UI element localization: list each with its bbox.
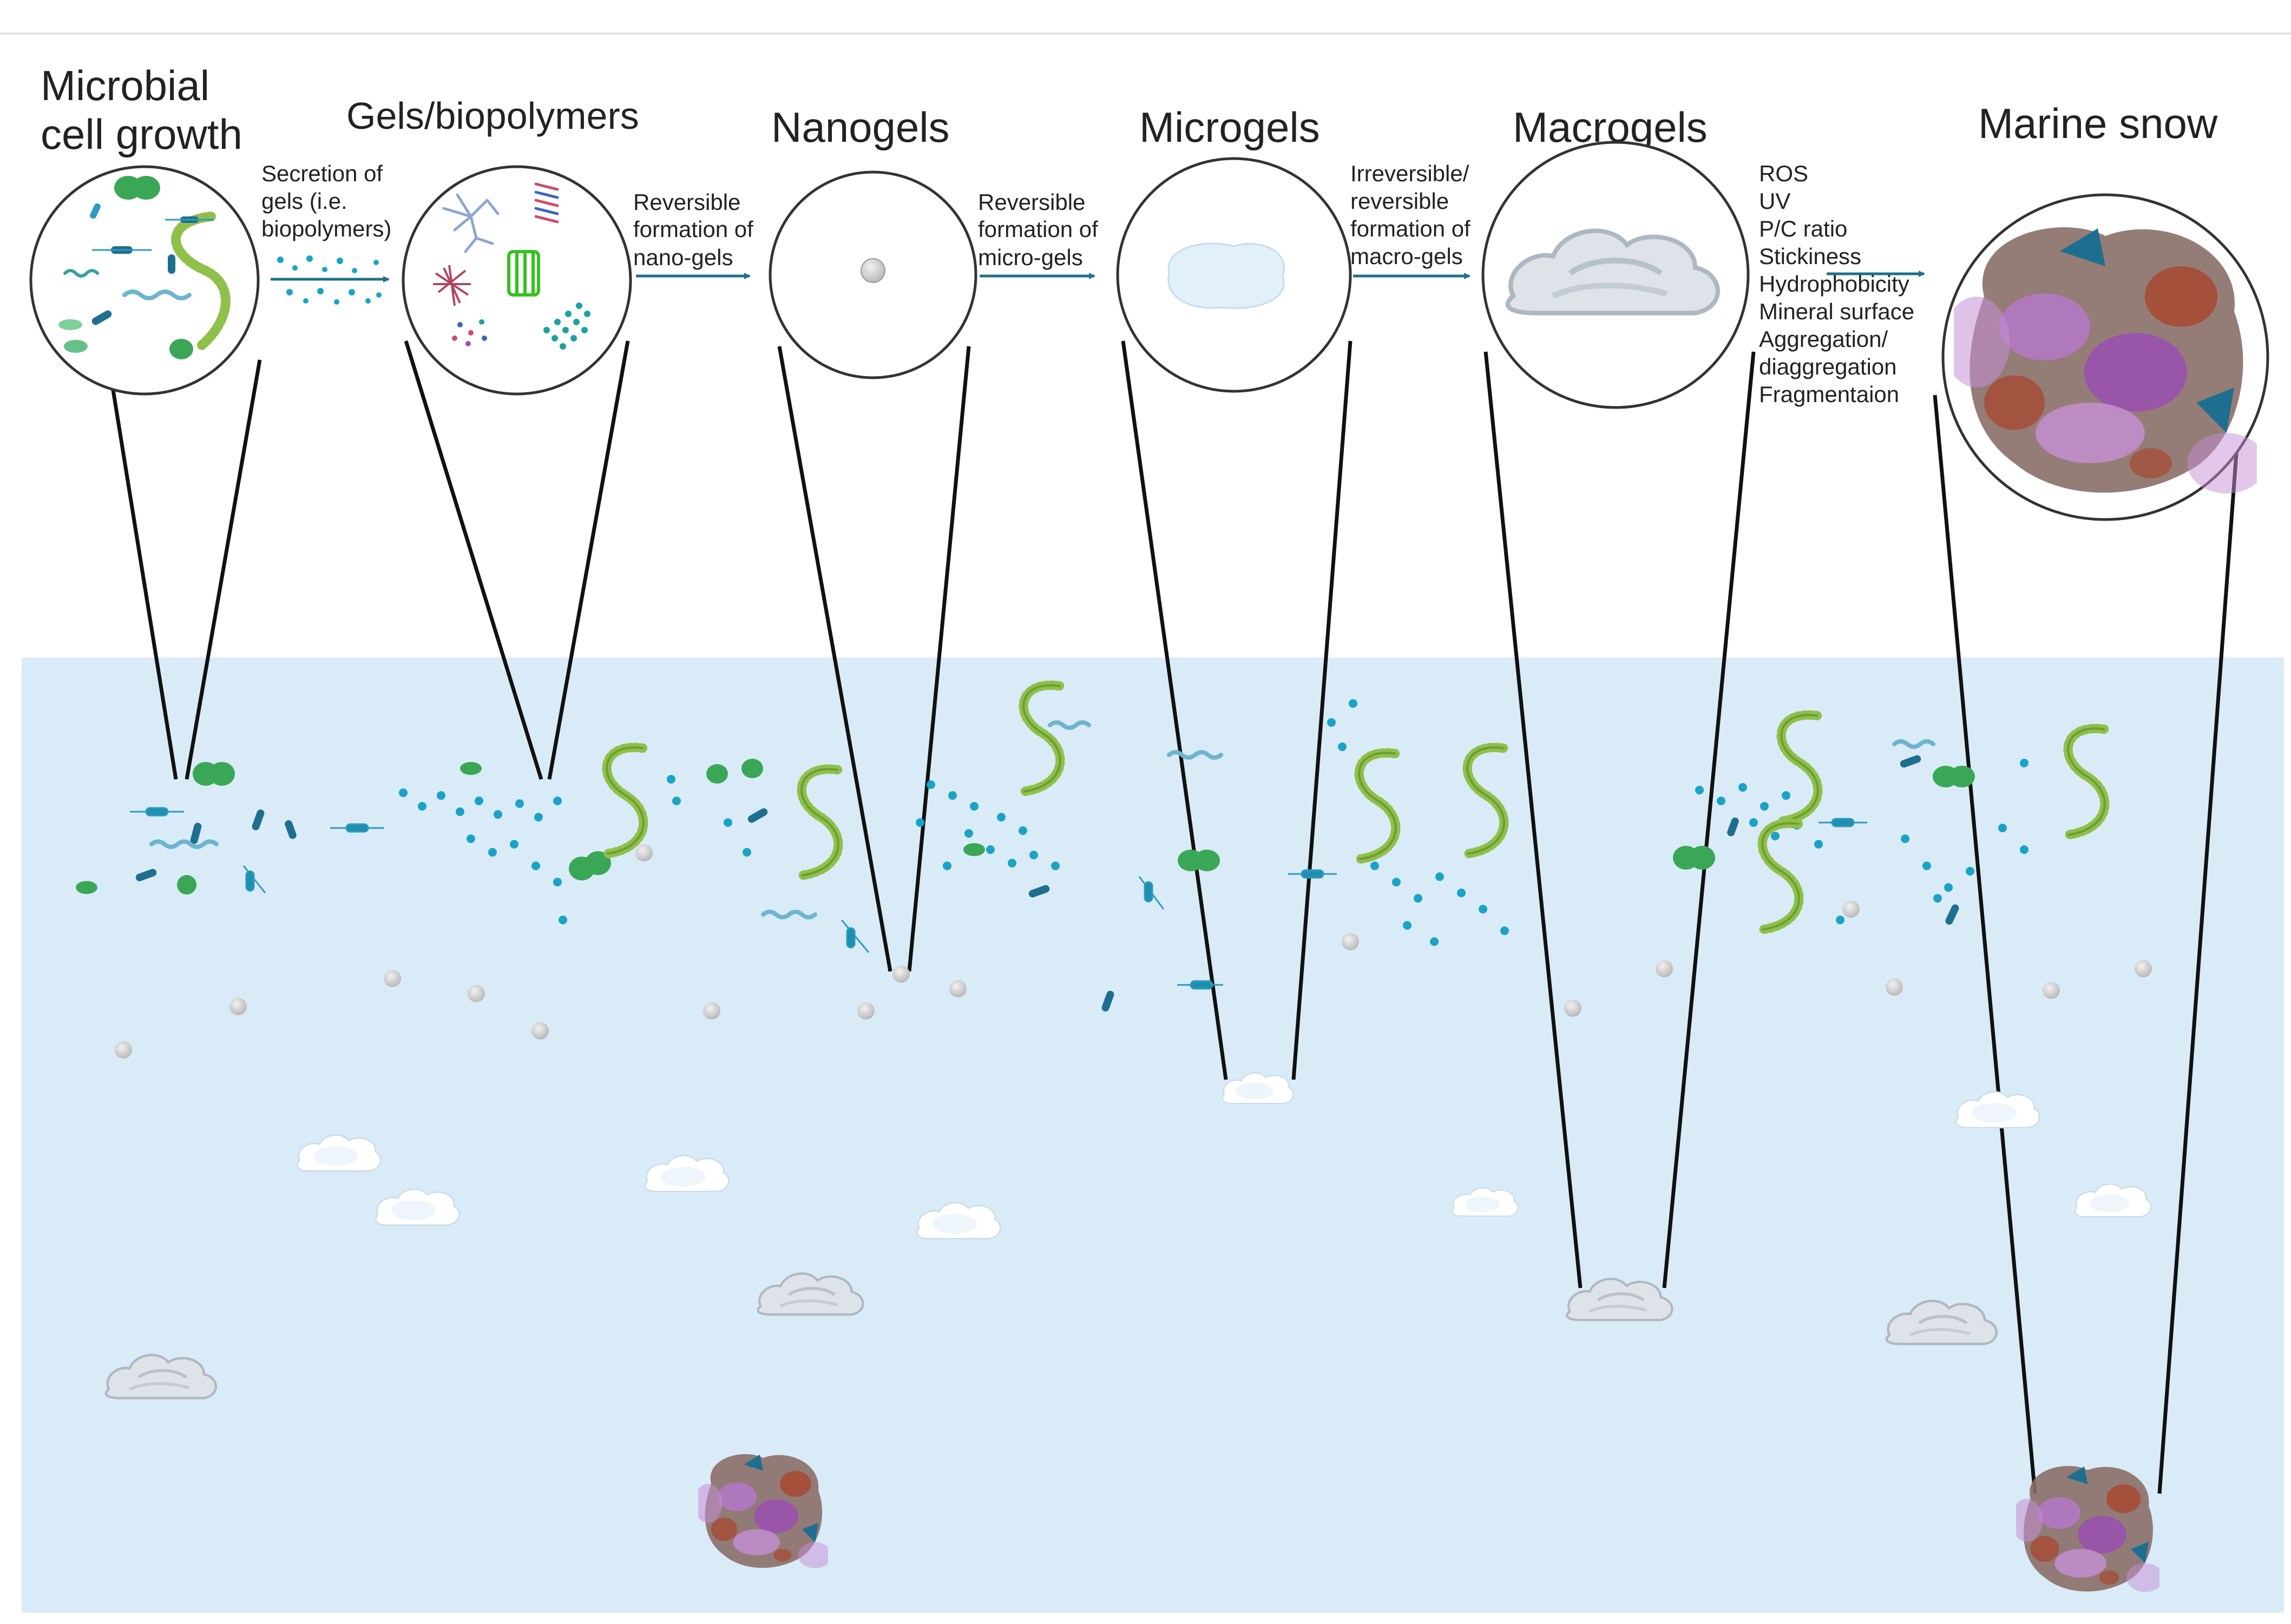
arrow-label-micro: Reversible — [978, 189, 1085, 215]
arrow-label-nano: nano-gels — [633, 245, 733, 270]
arrow-label-nano: formation of — [633, 216, 753, 242]
microgel-blob-icon — [1167, 242, 1285, 309]
zoom-line — [404, 340, 543, 780]
nanogel-particles — [115, 844, 2152, 1058]
arrow-label-nano: Reversible — [633, 189, 740, 215]
spirochetes — [149, 720, 1935, 919]
inset-gels — [402, 165, 632, 396]
inset-macrogels — [1481, 141, 1750, 409]
arrow-label-macro: macro-gels — [1350, 244, 1463, 269]
spirochete-icon — [63, 269, 99, 278]
factor-item: diaggregation — [1759, 354, 1897, 379]
stage-title-marine-snow: Marine snow — [1978, 100, 2218, 147]
factor-item: UV — [1759, 188, 1790, 214]
factor-item: P/C ratio — [1759, 216, 1847, 241]
factor-item: Stickiness — [1759, 244, 1861, 269]
inset-microbial — [29, 165, 260, 396]
factor-item: Aggregation/ — [1759, 326, 1888, 352]
water-scene — [76, 685, 2159, 1592]
zoom-line — [1933, 395, 2037, 1494]
inset-circle — [29, 165, 260, 396]
inset-marine-snow — [1941, 193, 2269, 521]
zoom-line — [777, 346, 892, 972]
arrow-label-secretion: biopolymers) — [261, 216, 391, 241]
rod-bacterium-icon — [91, 310, 112, 325]
stage-arrows: Secretion of gels (i.e. biopolymers) Rev… — [261, 161, 1925, 407]
helix-polymer-icon — [534, 182, 559, 223]
particle-sheet-icon — [543, 303, 590, 350]
rod-bacterium-icon — [168, 254, 175, 274]
arrow-label-micro: formation of — [978, 216, 1098, 242]
zoom-line — [547, 340, 630, 780]
arrow-label-secretion: Secretion of — [261, 161, 383, 186]
zoom-line — [1483, 351, 1583, 1288]
zoom-connector-lines — [106, 340, 2243, 1494]
tangled-polymer-icon — [433, 265, 471, 306]
factor-item: Mineral surface — [1759, 299, 1914, 324]
inset-nanogels — [769, 170, 977, 379]
nanogel-particle-icon — [861, 258, 885, 283]
zoom-line — [1662, 351, 1756, 1288]
zoom-line — [1291, 340, 1353, 1080]
bacterium-icon — [58, 319, 82, 330]
factor-list: ROS UV P/C ratio Stickiness Hydrophobici… — [1759, 161, 1914, 407]
stage-titles: Microbial cell growth Gels/biopolymers N… — [41, 62, 2218, 158]
factor-item: Fragmentaion — [1759, 382, 1899, 407]
arrow-label-macro: reversible — [1350, 188, 1449, 214]
green-barrel-icon — [507, 250, 540, 297]
arrow-label-micro: micro-gels — [978, 245, 1083, 270]
scattered-molecules-icon — [452, 319, 487, 346]
ocean-water — [22, 658, 2284, 1613]
stage-title-nanogels: Nanogels — [771, 103, 950, 151]
factor-item: ROS — [1759, 161, 1808, 186]
zoom-line — [907, 346, 971, 972]
green-cell-icon — [132, 176, 160, 200]
rod-bacterium-icon — [90, 203, 101, 219]
branched-polymer-icon — [442, 193, 500, 253]
arrow-label-macro: Irreversible/ — [1350, 161, 1469, 186]
factor-item: Hydrophobicity — [1759, 271, 1909, 297]
stage-title-gels: Gels/biopolymers — [346, 95, 639, 137]
stage-title-microgels: Microgels — [1139, 103, 1320, 151]
arrow-label-macro: formation of — [1350, 216, 1471, 241]
flagellated-bacteria — [130, 807, 1867, 990]
spirochete-icon — [122, 290, 192, 300]
stage-title-microbial: Microbial — [41, 62, 209, 109]
green-cell-icon — [169, 339, 193, 359]
rod-bacteria — [135, 755, 1959, 1012]
arrow-label-secretion: gels (i.e. — [261, 188, 347, 214]
zoom-line — [1121, 340, 1228, 1080]
green-cell-icon — [64, 340, 88, 353]
inset-microgels — [1116, 157, 1352, 393]
blue-particles — [399, 699, 2029, 946]
stage-title-microbial: cell growth — [41, 110, 242, 158]
filament-icon — [171, 212, 231, 351]
secreted-particles — [277, 255, 382, 305]
zoom-line — [2157, 395, 2243, 1494]
green-cells — [76, 759, 1975, 895]
zoom-line — [106, 359, 178, 780]
zoom-line — [185, 359, 262, 780]
